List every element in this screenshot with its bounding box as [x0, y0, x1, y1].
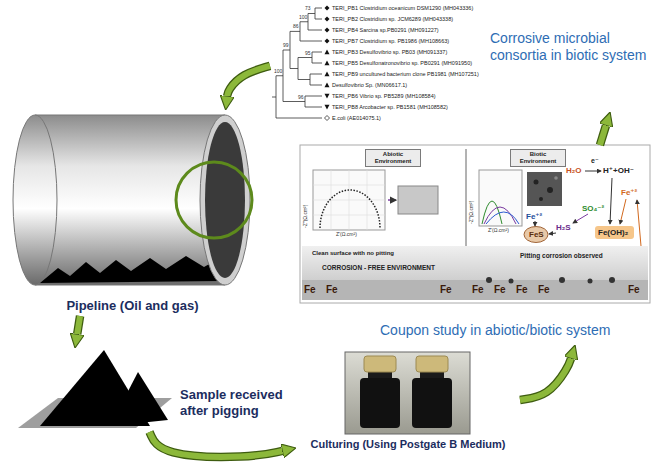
axis-title: -Z''(Ω.cm²) [303, 205, 309, 228]
species-label: TERI_PB7 Clostridium sp. PB1986 (MH10866… [332, 38, 449, 44]
pigging-sample: Sample received after pigging [18, 348, 292, 432]
axis-title: Z'(Ω.cm²) [336, 232, 357, 238]
tree-branches [272, 8, 322, 118]
flow-arrow [600, 125, 606, 145]
nyquist-arc [320, 190, 380, 228]
arrow-outline [77, 316, 80, 334]
flow-arrow [520, 358, 571, 400]
pits [486, 277, 615, 284]
species-label: TERI_PB9 uncultured bacterium clone PB19… [332, 71, 479, 77]
flow-arrow [227, 66, 270, 96]
arrow-outline [600, 125, 606, 145]
species-label: TERI_PB4 Sarcina sp.PB0291 (MH091227) [332, 27, 439, 33]
arrow-outline [520, 358, 571, 400]
bootstrap-value: 100 [274, 69, 282, 75]
chemical-species: FeS [529, 230, 544, 239]
arrow-body [600, 125, 606, 145]
species-label: TERI_PB3 Desulfovibrio sp. PB03 (MH09133… [332, 49, 447, 55]
coupon-study-panel: Coupon study in abiotic/biotic system Abi… [300, 145, 650, 345]
species-label: Desulfovibrio Sp. (MN06617.1) [332, 82, 407, 88]
species-label: TERI_PB2 Clostridium sp. JCM6289 (MH0433… [332, 16, 453, 22]
iron-symbol: Fe [304, 284, 316, 296]
chemical-species: Fe⁺² [526, 212, 542, 221]
header-text: Abiotic Environment [369, 151, 417, 165]
environment-header: Abiotic Environment [365, 149, 421, 167]
phylogenetic-tree [272, 6, 330, 121]
surface-note: Clean surface with no pitting [312, 250, 394, 257]
iron-symbol: Fe [326, 284, 338, 296]
flow-arrow [150, 432, 283, 457]
consortia-tree: Corrosive microbial consortia in biotic … [270, 2, 650, 112]
chemical-species: H⁺+OH⁻ [603, 166, 634, 175]
iron-symbol: Fe [628, 284, 640, 296]
sludge [40, 256, 222, 283]
arrow-body [150, 432, 283, 457]
species-label: TERI_PB5 Desulfonatronovibrio sp. PB0291… [332, 60, 472, 66]
leaf-markers [325, 6, 330, 121]
chemical-species: Fe⁺² [621, 188, 637, 197]
chemical-species: SO₄⁻² [582, 204, 604, 213]
header-text: Biotic Environment [514, 151, 562, 165]
pipeline-caption: Pipeline (Oil and gas) [10, 298, 255, 314]
arrow-outline [227, 66, 270, 96]
arrow-body [227, 66, 270, 96]
culture-photo [345, 352, 470, 434]
arrow-body [77, 316, 80, 334]
bootstrap-value: 95 [305, 51, 311, 57]
iron-symbol: Fe [440, 284, 452, 296]
surface-note: CORROSION - FREE ENVIRONMENT [322, 264, 435, 271]
axis-title: -Z''(Ω.cm²) [469, 201, 475, 224]
culture-bottles: Culturing (Using Postgate B Medium) [296, 348, 520, 468]
bootstrap-value: 99 [283, 43, 289, 49]
surface-note: Pitting corrosion observed [520, 252, 603, 259]
iron-symbol: Fe [472, 284, 484, 296]
chemical-species: H₂O [566, 166, 582, 175]
chemical-species: H₂S [556, 223, 571, 232]
sem-image [398, 186, 438, 214]
bootstrap-value: 96 [298, 95, 304, 101]
chemical-species: Fe(OH)₂ [598, 228, 628, 237]
pipeline-drawing [13, 115, 252, 285]
arrow-body [520, 358, 571, 400]
species-label: TERI_PB8 Arcobacter sp. PB1581 (MH108582… [332, 104, 448, 110]
species-label: E.coli (AE014075.1) [332, 115, 381, 121]
consortia-caption: Corrosive microbial consortia in biotic … [490, 30, 648, 64]
bootstrap-value: 100 [299, 15, 307, 21]
sem-image [527, 172, 562, 206]
iron-symbol: Fe [516, 284, 528, 296]
species-label: TERI_PB1 Clostridium oceanicum DSM1290 (… [332, 5, 473, 11]
bootstrap-value: 86 [293, 24, 299, 30]
highlight-ring [176, 162, 252, 238]
reaction-arrows [535, 171, 641, 246]
pipeline: Pipeline (Oil and gas) [10, 110, 255, 316]
iron-symbol: Fe [538, 284, 550, 296]
bootstrap-value: 73 [305, 6, 311, 12]
sample-caption: Sample received after pigging [180, 387, 290, 418]
iron-symbol: Fe [494, 284, 506, 296]
flow-arrow [77, 316, 80, 334]
coupon-caption: Coupon study in abiotic/biotic system [380, 322, 648, 339]
coupon-panel-drawing [300, 145, 650, 303]
environment-header: Biotic Environment [510, 149, 566, 167]
culture-caption: Culturing (Using Postgate B Medium) [296, 438, 520, 451]
pigging-sample-pile [18, 350, 172, 428]
arrow-outline [150, 432, 283, 457]
species-label: TERI_PB6 Vibrio sp. PB5289 (MH108584) [332, 93, 436, 99]
chemical-species: e⁻ [591, 157, 599, 165]
axis-title: Z'(Ω.cm²) [488, 228, 509, 234]
